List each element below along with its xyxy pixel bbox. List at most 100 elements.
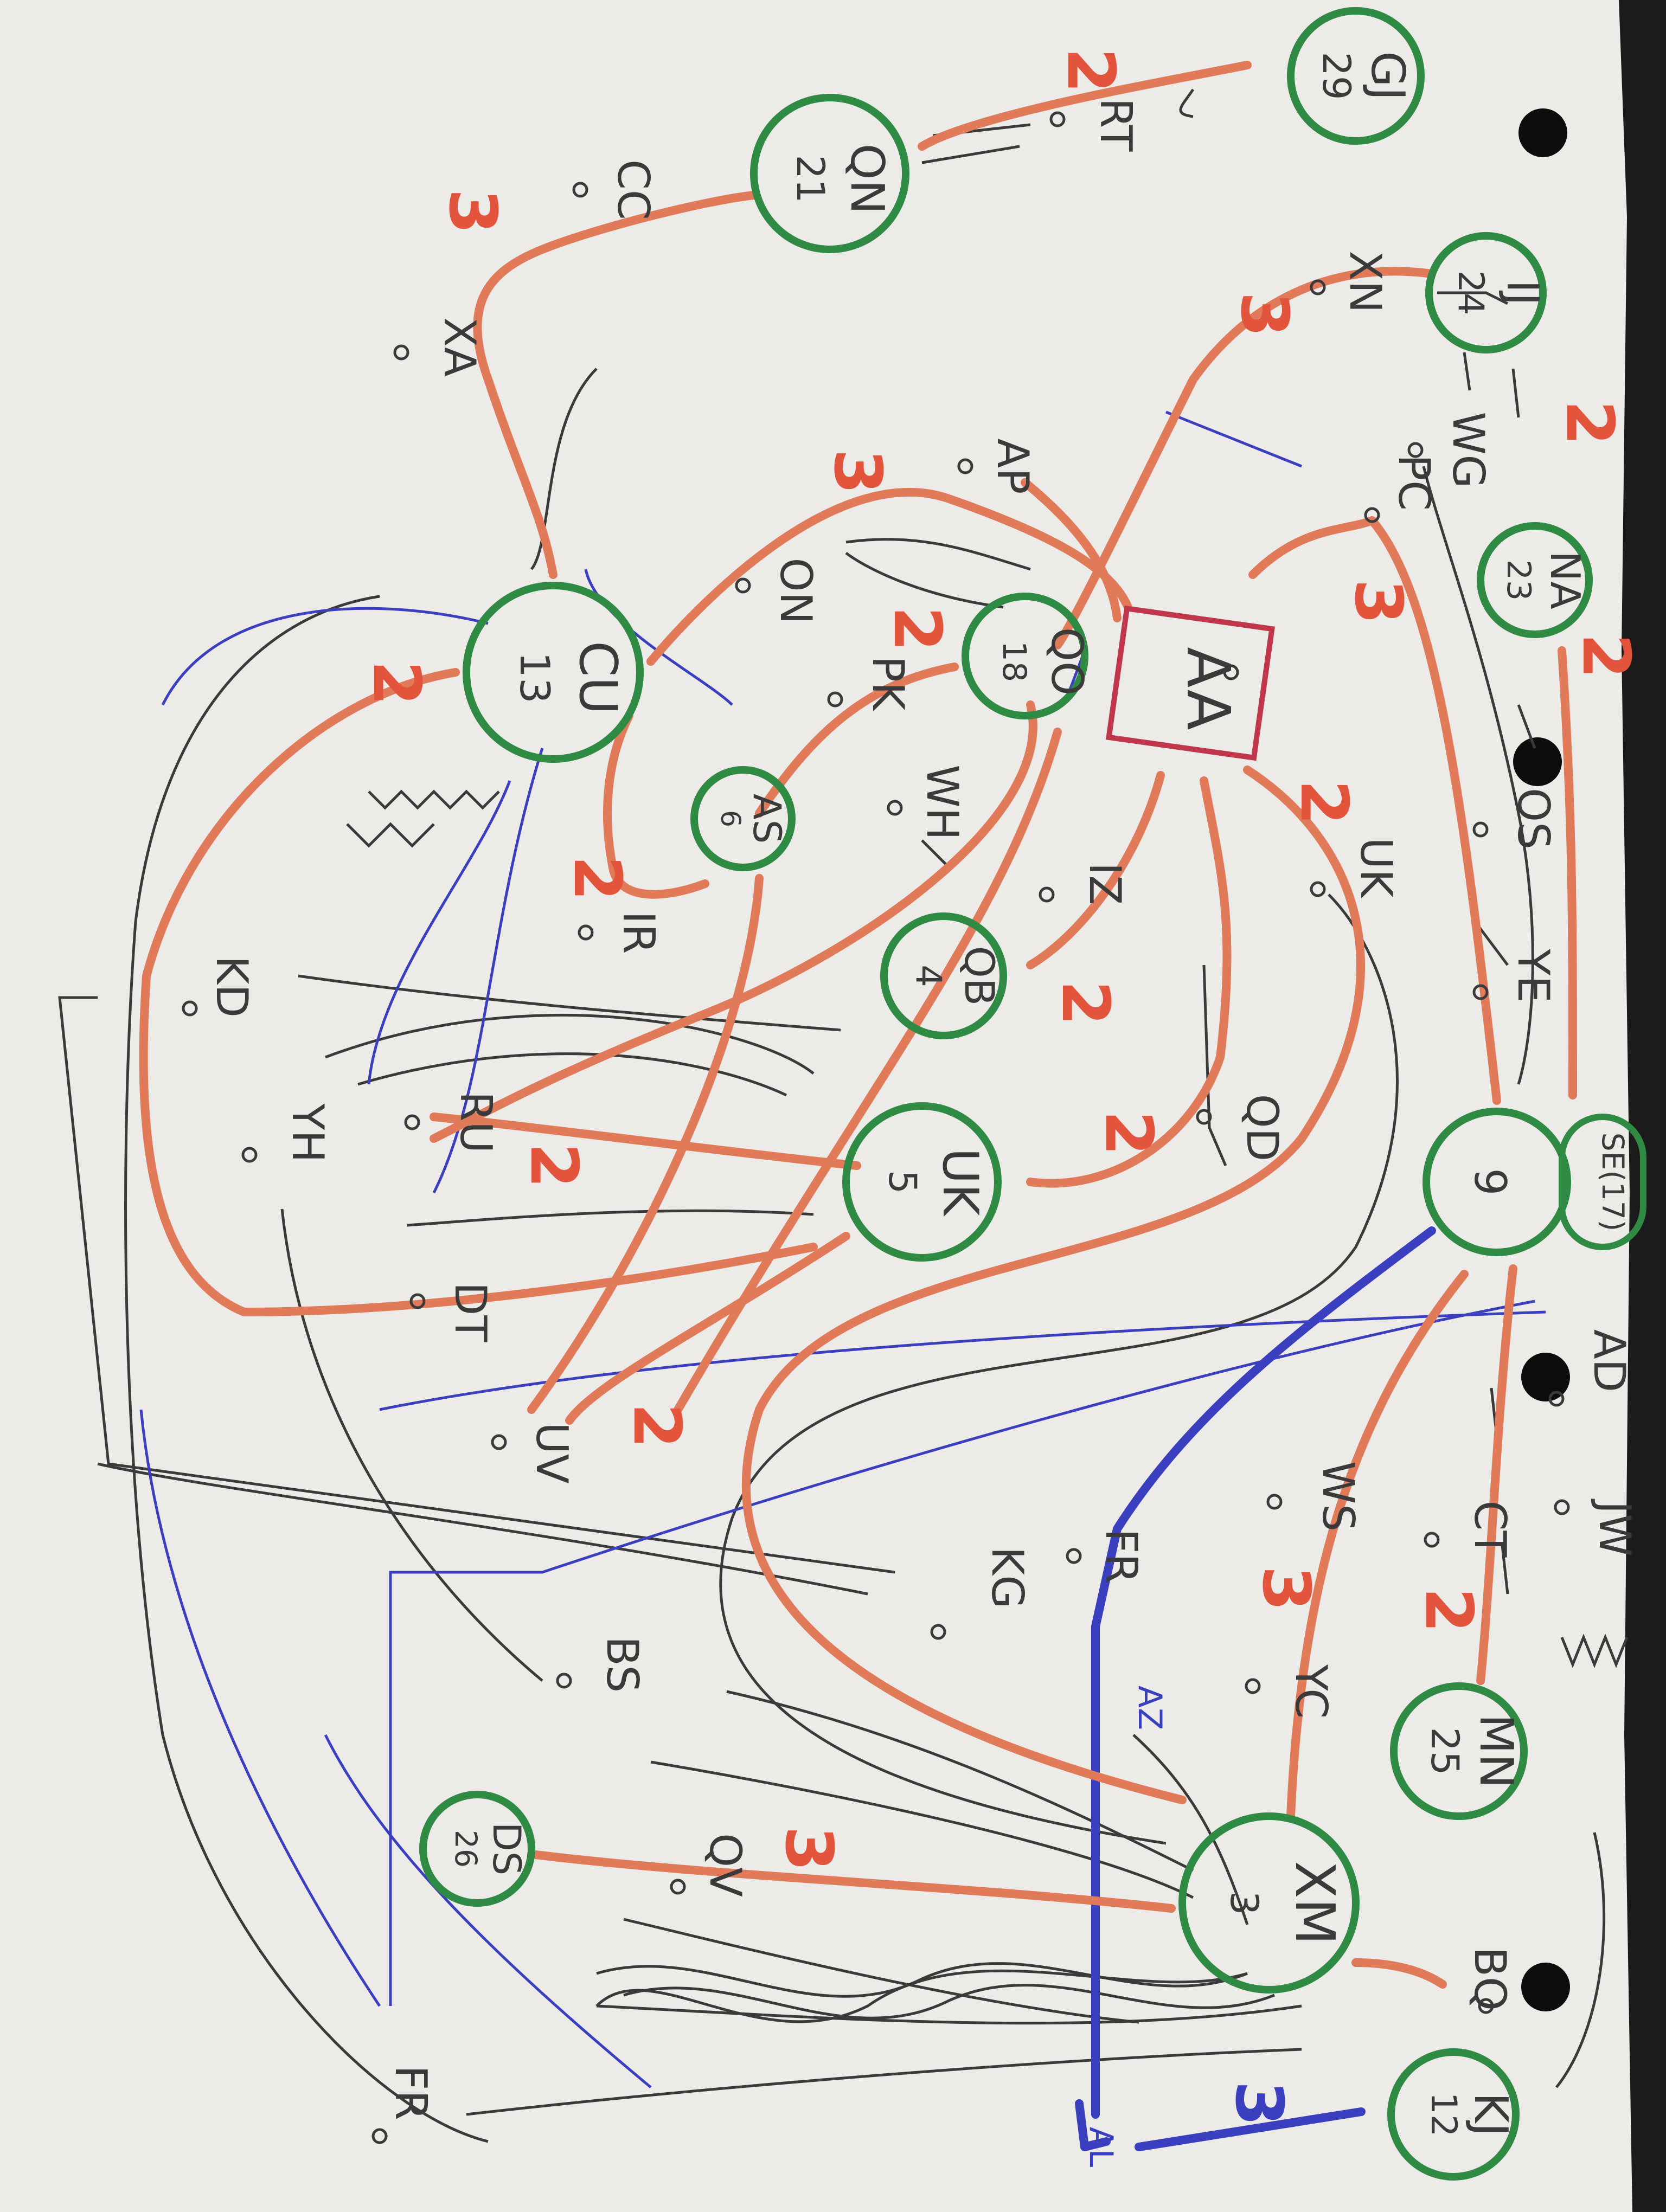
waypoint-label: UV	[527, 1422, 577, 1484]
weight-label: 3	[1226, 292, 1302, 337]
weight-label: 2	[879, 606, 954, 652]
blue-route-path	[1075, 2099, 1111, 2151]
route-CU-AA	[646, 487, 1132, 666]
waypoint-marker	[572, 182, 588, 198]
node-QN	[750, 94, 909, 253]
waypoint-marker	[887, 800, 903, 816]
route-AS-UV	[527, 874, 764, 1414]
waypoint-label: IZ	[1080, 863, 1130, 905]
node-9	[1422, 1108, 1571, 1256]
route-weights: 2 3 3 2 3 2 3 2 2 2 2 2 2 2 3 2 2 3 3	[358, 48, 1643, 2126]
waypoint-label: OS	[1508, 788, 1559, 850]
route-AA-XM	[741, 766, 1365, 1804]
waypoint-label: KG	[982, 1547, 1033, 1609]
node-name: QB	[956, 946, 1003, 1006]
blue-line	[367, 780, 511, 1085]
node-MN	[1390, 1682, 1528, 1820]
weight-label: 2	[1047, 980, 1123, 1026]
waypoint-marker	[827, 691, 843, 708]
node-number: 24	[1450, 271, 1491, 316]
route-QB-AA	[1026, 771, 1165, 969]
waypoint-label: QD	[1237, 1094, 1287, 1162]
route-UK-UV	[565, 1232, 850, 1425]
connector-line	[650, 1760, 1194, 1899]
connector-line	[1501, 1545, 1509, 1594]
route-CU-IR	[603, 711, 633, 872]
weight-label: 3	[819, 449, 895, 494]
connector-line	[921, 839, 950, 869]
blue-line	[139, 1409, 381, 2007]
waypoint-label: RT	[1091, 98, 1141, 152]
node-name: AS	[745, 794, 789, 844]
blue-route-path	[1091, 1226, 1436, 2119]
waypoint-label: WH	[917, 764, 967, 840]
blue-route-path	[1135, 2107, 1366, 2151]
waypoint-marker	[578, 924, 594, 941]
waypoint-label: YH	[283, 1103, 333, 1162]
waypoint-marker	[1472, 821, 1489, 838]
connector-line	[1555, 1832, 1606, 2088]
outer-loop-line	[124, 595, 489, 2143]
connector-line	[1437, 291, 1509, 305]
connector-line	[58, 996, 895, 1574]
connector-line	[1511, 368, 1520, 418]
connector-line	[921, 145, 1020, 164]
route-9-MN	[1476, 1264, 1517, 1685]
route-XM-BQ	[1351, 1958, 1447, 1989]
node-CU	[463, 582, 644, 763]
start-box-frame	[1105, 605, 1276, 761]
node-number: 3	[1222, 1891, 1266, 1915]
node-XM	[1178, 1812, 1360, 1994]
node-name: XM	[1283, 1861, 1347, 1945]
waypoint-marker	[1196, 1109, 1212, 1125]
connector-line	[726, 1690, 1194, 1872]
waypoint-label: QV	[700, 1833, 751, 1897]
route-AA-9	[1248, 516, 1501, 1105]
route-QN-GJ	[918, 61, 1252, 151]
waypoint-label: AP	[988, 439, 1038, 494]
node-name: IJ	[1497, 280, 1548, 305]
weight-label: 3	[1340, 579, 1415, 625]
weight-label: 2	[1091, 1110, 1166, 1156]
node-number: 29	[1314, 52, 1359, 100]
waypoint-label: DT	[445, 1282, 496, 1343]
scribble	[595, 1962, 1248, 2023]
node-name: QO	[1042, 627, 1092, 696]
blue-annotations: AZ AL	[1082, 1686, 1169, 2168]
waypoint-label: CT	[1465, 1501, 1515, 1558]
punch-hole	[1521, 1963, 1570, 2011]
waypoint-marker	[556, 1673, 572, 1689]
waypoint-marker	[930, 1624, 946, 1640]
waypoint-label: AD	[1584, 1329, 1635, 1392]
connector-line	[325, 1013, 815, 1075]
weight-label: 2	[516, 1143, 591, 1188]
waypoint-marker	[182, 1000, 198, 1017]
node-name: SE(17)	[1595, 1133, 1630, 1232]
node-UK	[842, 1102, 1002, 1262]
connector-line	[280, 1208, 543, 1682]
weight-label: 3	[1221, 2081, 1296, 2126]
node-SE	[1559, 1114, 1646, 1250]
node-name: MN	[1469, 1714, 1523, 1789]
node-name: NA	[1541, 551, 1589, 609]
connector-line	[530, 368, 598, 570]
waypoint-marker	[1478, 1998, 1494, 2014]
waypoint-label: XA	[434, 317, 485, 377]
node-name: GJ	[1361, 52, 1414, 101]
weight-label: 3	[771, 1826, 846, 1872]
waypoint-label: FR	[386, 2065, 436, 2120]
waypoint-marker	[1066, 1548, 1082, 1564]
connector-line	[406, 1209, 814, 1227]
waypoint-label: XN	[1340, 251, 1391, 313]
node-number: 4	[908, 964, 949, 987]
waypoint-marker	[1554, 1499, 1570, 1515]
waypoint-marker	[241, 1147, 258, 1163]
weight-label: 2	[1411, 1587, 1486, 1633]
connector-line	[1202, 964, 1227, 1166]
blue-route	[1075, 1226, 1436, 2151]
blue-line	[379, 1310, 1546, 1411]
weight-label: 2	[1286, 780, 1361, 825]
scribble	[1560, 1634, 1629, 1668]
weight-label: 3	[1248, 1566, 1323, 1611]
